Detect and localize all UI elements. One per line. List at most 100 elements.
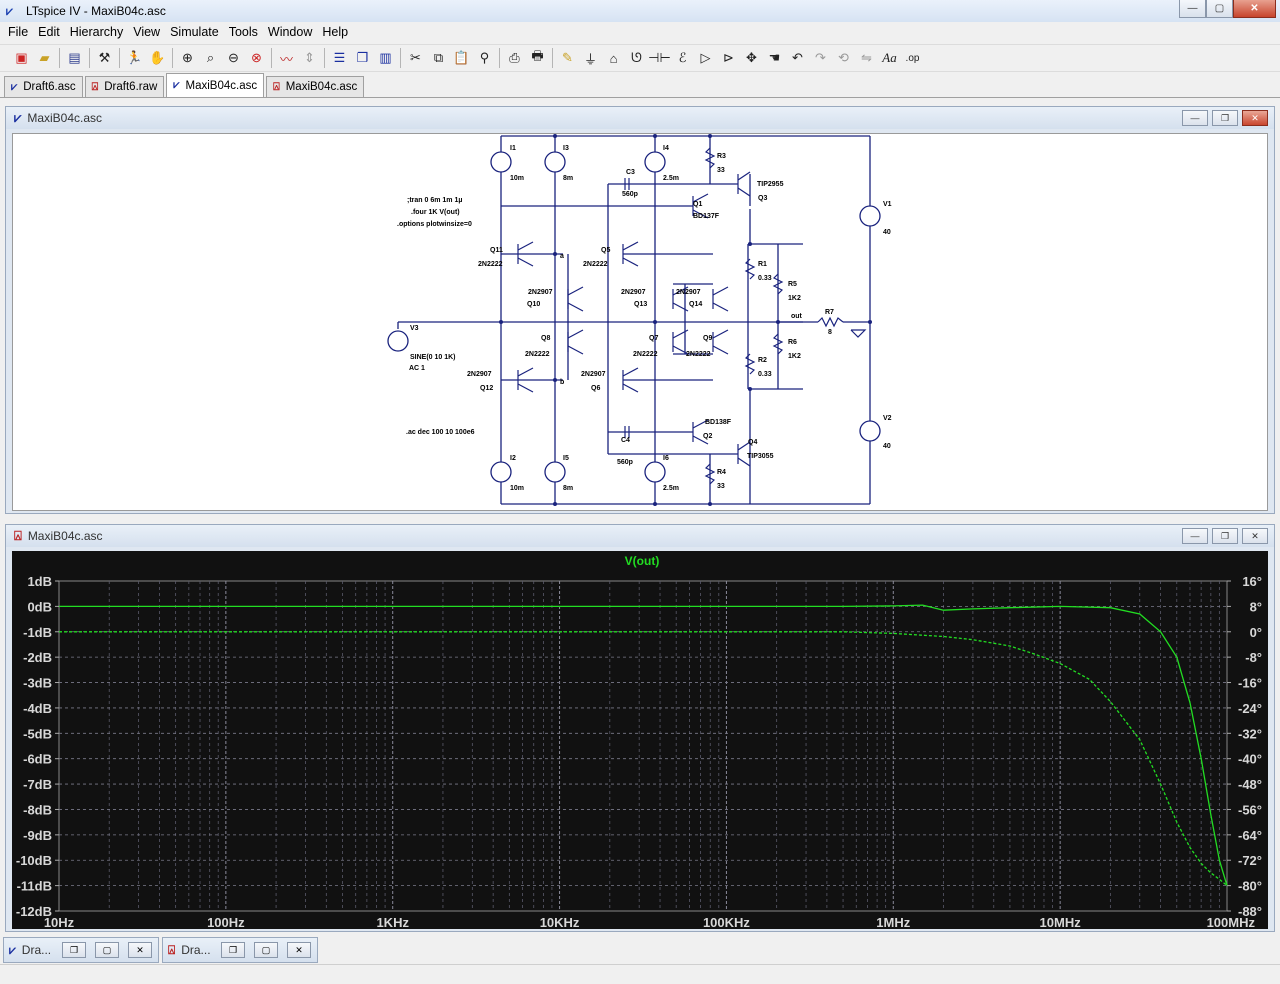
zoom-fit-icon[interactable]: ⌕ — [206, 50, 215, 65]
label-i3: I3 — [563, 145, 569, 152]
zoom-cancel-icon[interactable]: ⊗ — [251, 50, 262, 65]
x-tick-label: 1MHz — [876, 915, 910, 929]
tile-horizontal-icon[interactable]: ☰ — [333, 50, 346, 65]
component-icon[interactable]: ⊳ — [723, 50, 734, 65]
mirror-icon[interactable]: ⇋ — [861, 50, 872, 65]
waveform-window-titlebar[interactable]: ⍓ MaxiB04c.asc — ❐ ✕ — [6, 525, 1274, 547]
menu-view[interactable]: View — [133, 25, 161, 39]
child-maximize-button[interactable]: ▢ — [95, 942, 119, 958]
label-q1-model: BD137F — [693, 213, 720, 220]
menu-file[interactable]: File — [8, 25, 29, 39]
net-label-a: a — [560, 253, 564, 260]
schematic-drawing[interactable]: ;tran 0 6m 1m 1µ .four 1K V(out) .option… — [13, 134, 1268, 511]
x-tick-label: 10Hz — [44, 915, 75, 929]
wire-icon[interactable]: ✎ — [562, 50, 573, 65]
minimize-button[interactable]: — — [1179, 0, 1206, 18]
x-tick-label: 100Hz — [207, 915, 245, 929]
directive-tran[interactable]: ;tran 0 6m 1m 1µ — [407, 197, 462, 204]
tab-maxib04c-asc[interactable]: ⩗ MaxiB04c.asc — [166, 73, 265, 97]
waveform-icon[interactable]: 〰 — [279, 51, 293, 67]
child-restore-button[interactable]: ❐ — [1212, 528, 1238, 544]
move-icon[interactable]: ✥ — [746, 50, 757, 65]
label-i3-value: 8m — [563, 175, 573, 182]
maximize-button[interactable]: ▢ — [1206, 0, 1233, 18]
autorange-icon[interactable]: ⇕ — [304, 50, 315, 65]
label-q14-model: 2N2907 — [676, 289, 701, 296]
child-restore-button[interactable]: ❐ — [221, 942, 245, 958]
redo-icon[interactable]: ↷ — [815, 50, 826, 65]
run-icon[interactable]: 🏃 — [126, 50, 143, 65]
trace-label-vout[interactable]: V(out) — [625, 554, 660, 568]
open-icon[interactable]: ▰ — [39, 50, 50, 65]
cascade-icon[interactable]: ❐ — [356, 50, 369, 65]
copy-icon[interactable]: ⧉ — [433, 50, 444, 65]
menu-edit[interactable]: Edit — [38, 25, 60, 39]
schematic-canvas[interactable]: ;tran 0 6m 1m 1µ .four 1K V(out) .option… — [12, 133, 1268, 511]
menu-hierarchy[interactable]: Hierarchy — [69, 25, 124, 39]
plot-frame — [58, 580, 1228, 912]
close-button[interactable]: ✕ — [1233, 0, 1276, 18]
undo-icon[interactable]: ↶ — [792, 50, 803, 65]
cut-icon[interactable]: ✂ — [410, 50, 421, 65]
child-close-button[interactable]: ✕ — [1242, 110, 1268, 126]
directive-ac[interactable]: .ac dec 100 10 100e6 — [406, 429, 475, 436]
directive-four[interactable]: .four 1K V(out) — [411, 209, 460, 216]
minimized-window-draft6-asc[interactable]: ⩗ Dra... ❐ ▢ ✕ — [3, 937, 159, 963]
tab-draft6-asc[interactable]: ⩗ Draft6.asc — [4, 76, 83, 97]
spice-directives: ;tran 0 6m 1m 1µ .four 1K V(out) .option… — [397, 197, 475, 436]
rotate-icon[interactable]: ⟲ — [838, 50, 849, 65]
find-icon[interactable]: ⚲ — [479, 50, 490, 65]
toolbar-separator — [89, 48, 90, 68]
waveform-icon: ⍓ — [91, 80, 99, 93]
y-tick-label-left: -4dB — [23, 701, 52, 716]
capacitor-icon[interactable]: ⊣⊢ — [648, 50, 671, 65]
y-tick-label-right: -16° — [1238, 676, 1262, 691]
inductor-icon[interactable]: ℰ — [678, 50, 687, 65]
zoom-in-icon[interactable]: ⊕ — [182, 50, 193, 65]
print-setup-icon[interactable]: ⎙ — [509, 50, 520, 65]
spice-directive-icon[interactable]: .op — [905, 52, 920, 64]
current-sources — [387, 151, 881, 483]
paste-icon[interactable]: 📋 — [453, 50, 470, 65]
menu-simulate[interactable]: Simulate — [170, 25, 219, 39]
waveform-icon: ⍓ — [14, 528, 22, 543]
text-icon[interactable]: Aa — [882, 50, 897, 65]
y-tick-label-left: 1dB — [27, 574, 52, 589]
y-tick-label-right: 16° — [1242, 574, 1262, 589]
zoom-out-icon[interactable]: ⊖ — [228, 50, 239, 65]
child-minimize-button[interactable]: — — [1182, 110, 1208, 126]
child-close-button[interactable]: ✕ — [128, 942, 152, 958]
resistor-icon[interactable]: ᘎ — [631, 50, 642, 65]
tab-draft6-raw[interactable]: ⍓ Draft6.raw — [84, 76, 165, 97]
child-close-button[interactable]: ✕ — [1242, 528, 1268, 544]
toolbar-separator — [271, 48, 272, 68]
new-schematic-icon[interactable]: ▣ — [15, 50, 28, 65]
label-r4-value: 33 — [717, 483, 725, 490]
component-labels: I1 10m I3 8m I4 2.5m I2 10m I5 8m I6 2.5… — [409, 145, 892, 492]
waveform-icon: ⍓ — [273, 80, 280, 93]
label-icon[interactable]: ⌂ — [609, 50, 618, 66]
diode-icon[interactable]: ▷ — [700, 50, 711, 65]
menu-help[interactable]: Help — [322, 25, 349, 39]
tab-maxib04c-waveform[interactable]: ⍓ MaxiB04c.asc — [266, 76, 365, 97]
child-minimize-button[interactable]: — — [1182, 528, 1208, 544]
child-restore-button[interactable]: ❐ — [62, 942, 86, 958]
menu-window[interactable]: Window — [267, 25, 313, 39]
save-icon[interactable]: ▤ — [68, 50, 81, 65]
drag-icon[interactable]: ☚ — [768, 50, 781, 65]
child-close-button[interactable]: ✕ — [287, 942, 311, 958]
ground-icon[interactable]: ⏚ — [583, 51, 597, 67]
print-icon[interactable]: 🖶 — [531, 48, 544, 63]
bode-plot[interactable]: V(out) 1dB0dB-1dB-2dB-3dB-4dB-5dB-6dB-7d… — [12, 551, 1268, 929]
tile-vertical-icon[interactable]: ▥ — [379, 50, 392, 65]
minimized-window-draft6-raw[interactable]: ⍓ Dra... ❐ ▢ ✕ — [162, 937, 318, 963]
menu-tools[interactable]: Tools — [228, 25, 258, 39]
child-restore-button[interactable]: ❐ — [1212, 110, 1238, 126]
directive-options[interactable]: .options plotwinsize=0 — [397, 221, 472, 228]
label-q10-model: 2N2907 — [528, 289, 553, 296]
child-maximize-button[interactable]: ▢ — [254, 942, 278, 958]
control-panel-icon[interactable]: ⚒ — [98, 50, 111, 65]
halt-icon[interactable]: ✋ — [149, 50, 166, 65]
schematic-window-titlebar[interactable]: ⩗ MaxiB04c.asc — ❐ ✕ — [6, 107, 1274, 129]
